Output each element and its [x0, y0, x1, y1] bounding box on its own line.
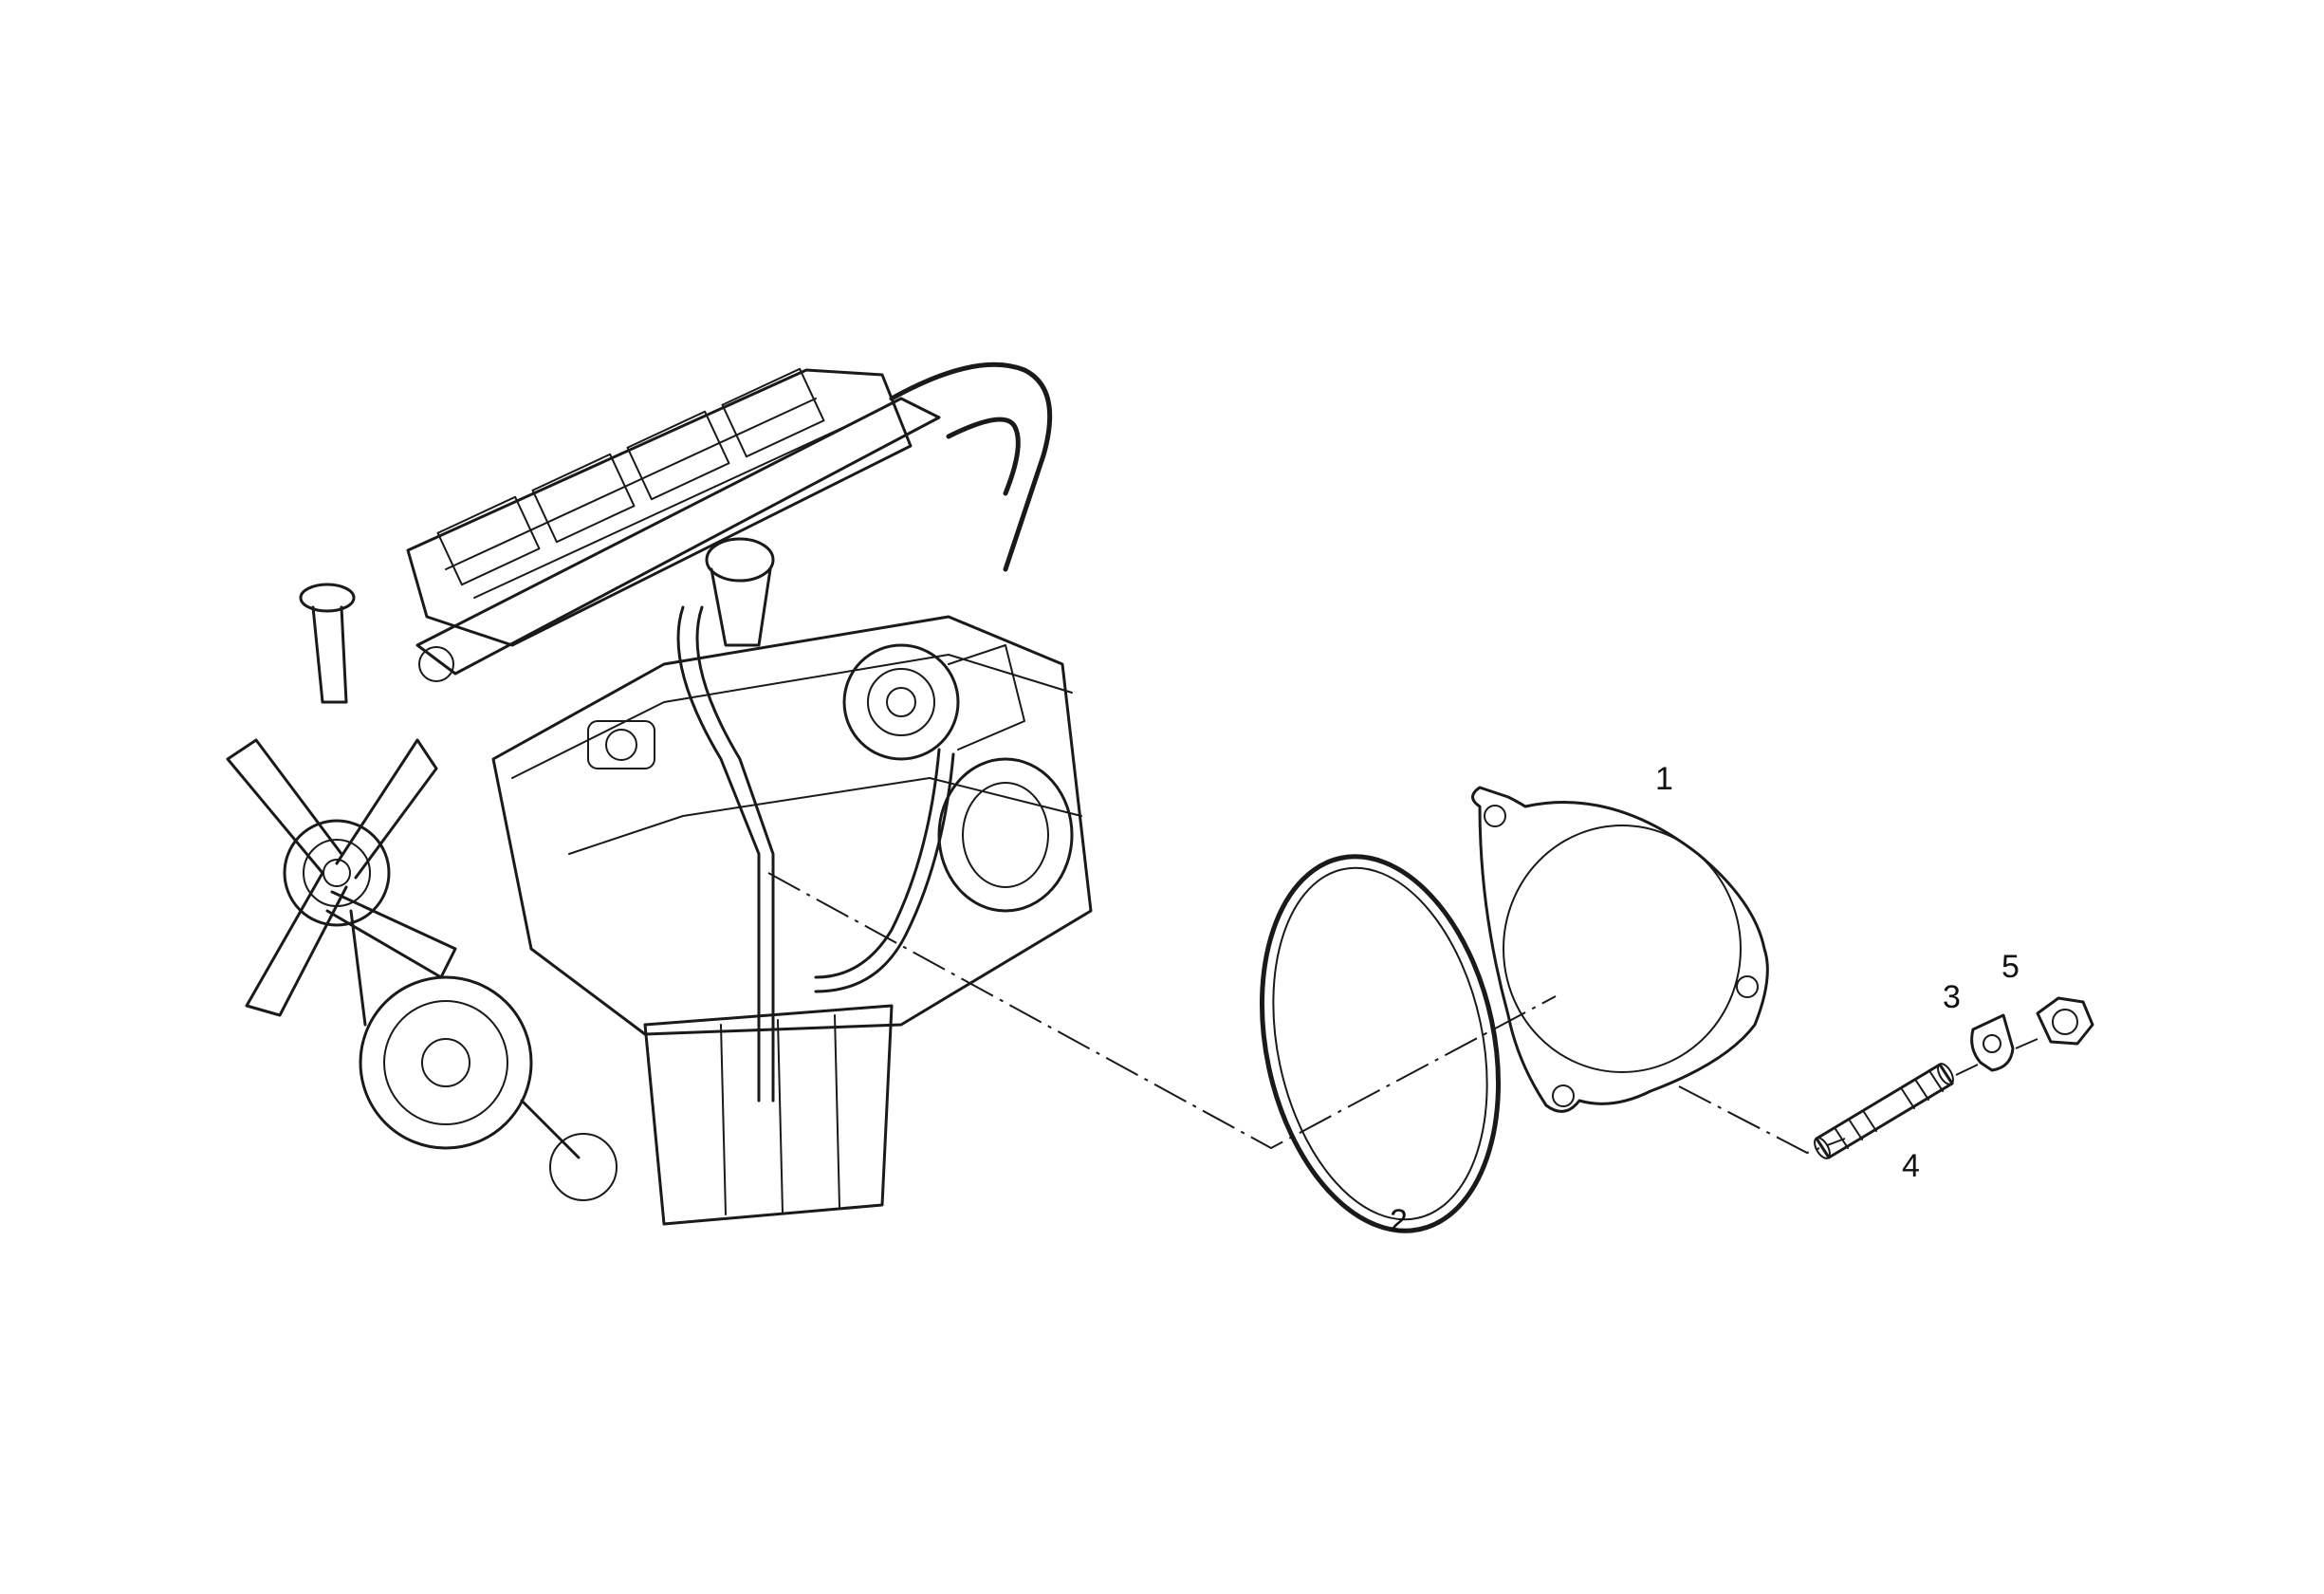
egr-valve — [705, 537, 775, 647]
lock-washer — [1970, 1013, 2015, 1072]
engine-assembly — [226, 361, 1093, 1226]
turbocharger — [842, 643, 1025, 761]
hex-nut — [2036, 996, 2094, 1046]
callout-2: 2 — [1390, 1203, 1408, 1239]
bolt-hole-bottom — [1552, 1084, 1575, 1107]
sealing-ring — [1259, 854, 1502, 1233]
bolt-hole-right — [1736, 975, 1759, 998]
cooling-fan — [226, 738, 457, 1017]
assembly-line-main — [767, 872, 1557, 1150]
bolt-hole-top — [1484, 805, 1506, 827]
callout-4: 4 — [1902, 1148, 1920, 1184]
callout-5: 5 — [2001, 949, 2020, 985]
callout-1: 1 — [1655, 761, 1673, 797]
valve-cover-segments — [436, 367, 825, 586]
cover-flange — [1471, 786, 1769, 1113]
crankshaft-pulley — [349, 909, 618, 1201]
assembly-line-stud — [1678, 1085, 1846, 1155]
assembly-line-fasteners — [1955, 1038, 2038, 1076]
threaded-stud — [1814, 1063, 1954, 1159]
callout-3: 3 — [1943, 979, 1961, 1015]
